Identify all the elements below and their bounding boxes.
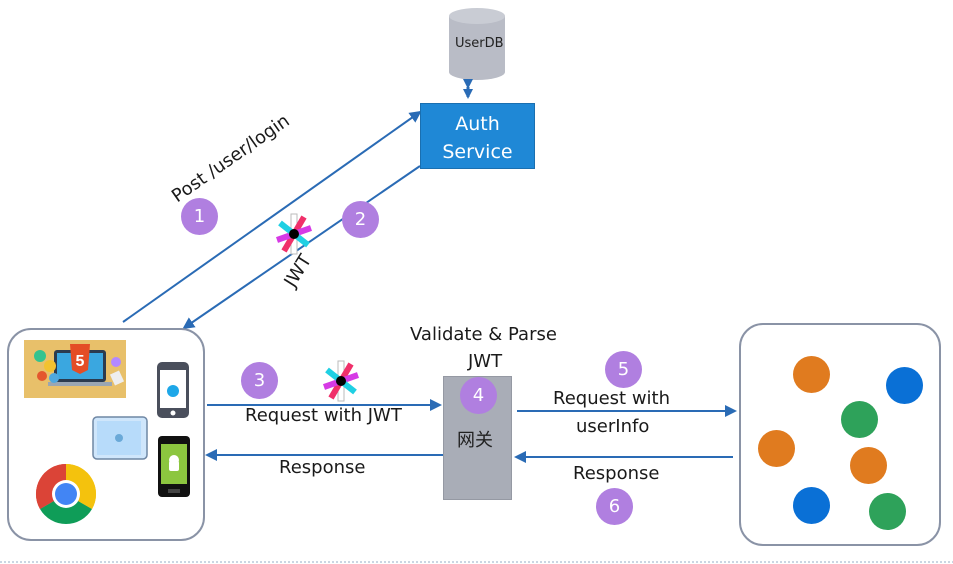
jwt-return-arrow — [182, 165, 421, 330]
step-badge-6: 6 — [596, 488, 633, 525]
userdb-label: UserDB — [455, 36, 504, 51]
step-badge-4: 4 — [460, 377, 497, 414]
auth-service-line2: Service — [442, 141, 513, 163]
service-node — [758, 430, 795, 467]
html5-app-icon: 5 — [24, 340, 126, 398]
gateway-label: 网关 — [457, 430, 493, 451]
service-node — [841, 401, 878, 438]
response-left-label: Response — [279, 457, 366, 478]
auth-service-line1: Auth — [455, 113, 500, 135]
service-node — [869, 493, 906, 530]
svg-text:5: 5 — [76, 353, 85, 370]
jwt-logo-icon — [323, 360, 359, 402]
step-badge-5: 5 — [605, 351, 642, 388]
service-node — [793, 487, 830, 524]
service-node — [886, 367, 923, 404]
step-4-label-line2: JWT — [468, 351, 503, 372]
iphone-icon — [157, 362, 189, 418]
userdb-cylinder — [449, 8, 505, 80]
ipad-icon — [92, 416, 148, 460]
android-phone-icon — [158, 436, 190, 497]
step-5-label-line1: Request with — [553, 388, 671, 409]
service-node — [850, 447, 887, 484]
step-badge-3: 3 — [241, 362, 278, 399]
jwt-logo-icon — [276, 213, 312, 255]
step-4-label-line1: Validate & Parse — [410, 324, 557, 345]
step-badge-1: 1 — [181, 198, 218, 235]
step-5-label-line2: userInfo — [576, 416, 650, 437]
step-6-label: Response — [573, 463, 660, 484]
service-node — [793, 356, 830, 393]
step-3-label: Request with JWT — [245, 405, 402, 426]
step-badge-2: 2 — [342, 201, 379, 238]
chrome-icon — [35, 464, 97, 525]
auth-service-box: Auth Service — [420, 103, 535, 169]
login-arrow — [122, 110, 422, 323]
